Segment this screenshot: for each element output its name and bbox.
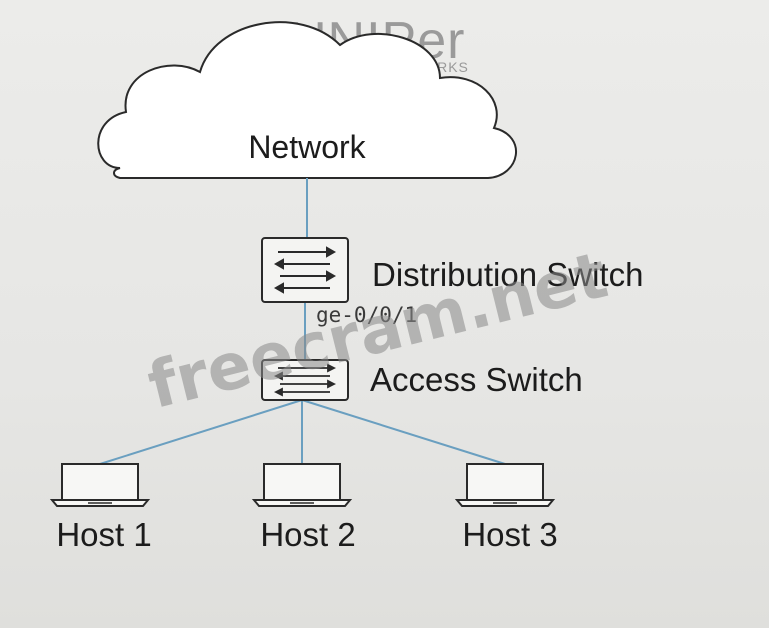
access-switch-label: Access Switch bbox=[370, 361, 583, 398]
host-1: Host 1 bbox=[49, 463, 152, 553]
laptop-icon bbox=[49, 463, 151, 507]
link-access-to-host-3 bbox=[301, 399, 506, 465]
host-1-label: Host 1 bbox=[56, 516, 151, 553]
laptop-icon bbox=[251, 463, 353, 507]
host-3-label: Host 3 bbox=[462, 516, 557, 553]
host-2-label: Host 2 bbox=[260, 516, 355, 553]
switch-arrows-icon bbox=[273, 246, 337, 294]
host-3: Host 3 bbox=[454, 463, 558, 553]
network-cloud: Network bbox=[97, 21, 518, 179]
link-access-to-host-1 bbox=[99, 399, 303, 465]
laptop-icon bbox=[454, 463, 556, 507]
links bbox=[99, 178, 506, 465]
access-switch-icon bbox=[261, 359, 349, 401]
distribution-switch-icon bbox=[261, 237, 349, 303]
distribution-switch: Distribution Switch bbox=[261, 237, 643, 303]
access-switch: Access Switch bbox=[261, 359, 583, 401]
distribution-switch-label: Distribution Switch bbox=[372, 256, 643, 293]
interface-label: ge-0/0/1 bbox=[316, 303, 417, 327]
cloud-label: Network bbox=[248, 129, 366, 165]
switch-arrows-icon bbox=[273, 363, 337, 397]
host-2: Host 2 bbox=[251, 463, 356, 553]
cloud-shape bbox=[97, 21, 518, 179]
